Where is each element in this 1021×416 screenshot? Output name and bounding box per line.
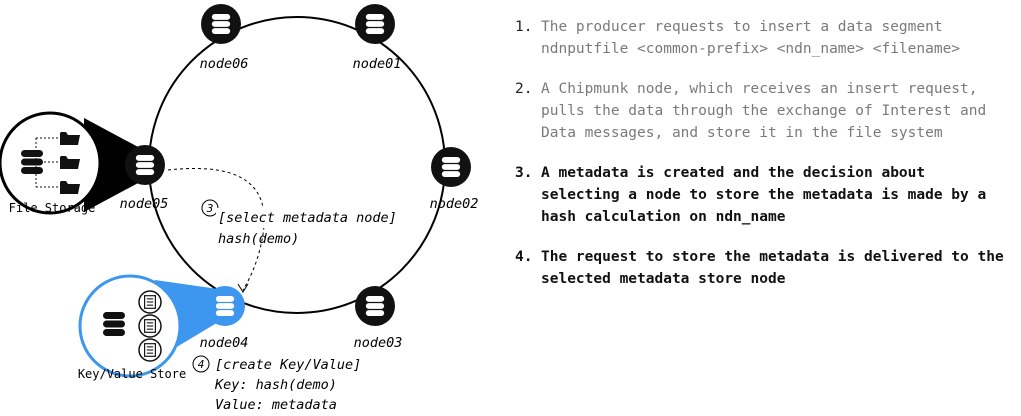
kv-db-icon (103, 312, 125, 336)
step-item: 3. A metadata is created and the decisio… (515, 162, 1015, 228)
create-line1: [create Key/Value] (215, 357, 361, 373)
chipmunk-ring-diagram: File Storage Key/Value Store nod (0, 4, 479, 413)
create-annotation: 4 [create Key/Value] Key: hash(demo) Val… (192, 355, 361, 413)
node01-label: node01 (353, 56, 402, 72)
select-arrow (167, 168, 265, 291)
step-number: 3. (515, 165, 533, 181)
database-icon (135, 155, 155, 175)
step-text: The request to store the metadata is del… (541, 249, 1004, 287)
step-list: 1. The producer requests to insert a dat… (515, 16, 1015, 308)
node03 (355, 286, 395, 326)
step-item: 1. The producer requests to insert a dat… (515, 16, 1015, 60)
step-number: 1. (515, 19, 533, 35)
database-icon (365, 296, 385, 316)
database-icon (211, 14, 231, 34)
node04-label: node04 (200, 335, 249, 351)
create-line3: Value: metadata (215, 397, 337, 413)
file-storage-label: File Storage (9, 201, 96, 215)
node04 (205, 286, 245, 326)
database-icon (441, 157, 461, 177)
step-number: 2. (515, 81, 533, 97)
create-line2: Key: hash(demo) (214, 377, 337, 393)
node03-label: node03 (354, 335, 403, 351)
node02-label: node02 (430, 196, 479, 212)
database-icon (215, 296, 235, 316)
node06 (201, 4, 241, 44)
step-text: A metadata is created and the decision a… (541, 165, 987, 225)
node01 (355, 4, 395, 44)
step-3-badge: 3 (206, 202, 214, 215)
select-arrow-head (237, 283, 249, 293)
step-item: 4. The request to store the metadata is … (515, 246, 1015, 290)
select-line1: [select metadata node] (218, 210, 397, 226)
step-text: The producer requests to insert a data s… (541, 19, 961, 57)
kv-store-callout (78, 274, 225, 378)
select-line2: hash(demo) (218, 231, 299, 247)
kv-store-label: Key/Value Store (78, 367, 186, 381)
step-4-badge: 4 (198, 358, 205, 371)
node02 (431, 147, 471, 187)
file-storage-callout (0, 111, 140, 215)
step-item: 2. A Chipmunk node, which receives an in… (515, 78, 1015, 144)
node05-label: node05 (120, 196, 169, 212)
database-icon (365, 14, 385, 34)
step-number: 4. (515, 249, 533, 265)
select-annotation: 3 [select metadata node] hash(demo) (201, 199, 400, 247)
node05 (125, 145, 165, 185)
storage-db-icon (21, 150, 43, 174)
node06-label: node06 (200, 56, 249, 72)
step-text: A Chipmunk node, which receives an inser… (541, 81, 987, 141)
